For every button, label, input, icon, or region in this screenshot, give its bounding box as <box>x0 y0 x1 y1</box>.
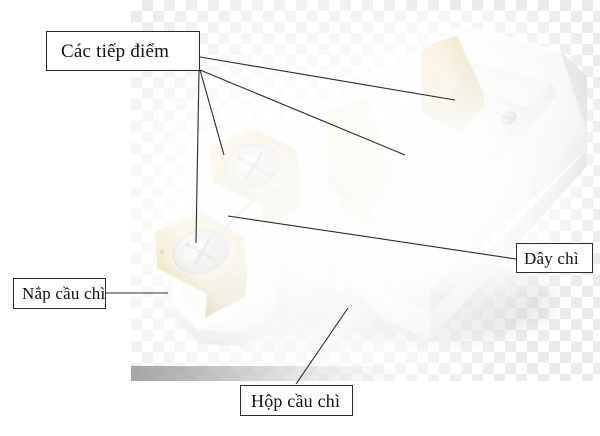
label-contacts: Các tiếp điểm <box>46 31 200 71</box>
label-fuse-cap: Nắp cầu chì <box>13 278 106 309</box>
label-contacts-text: Các tiếp điểm <box>61 40 170 62</box>
label-fuse-box-text: Hộp cầu chì <box>251 390 341 411</box>
label-fuse-wire: Dây chì <box>516 243 593 273</box>
label-fuse-wire-text: Dây chì <box>524 248 579 268</box>
label-fuse-cap-text: Nắp cầu chì <box>22 284 106 303</box>
product-photo <box>131 0 600 381</box>
fuse-cap-illustration <box>141 128 381 346</box>
label-fuse-box: Hộp cầu chì <box>240 385 353 416</box>
photo-bottom-shadow-band <box>131 366 431 381</box>
